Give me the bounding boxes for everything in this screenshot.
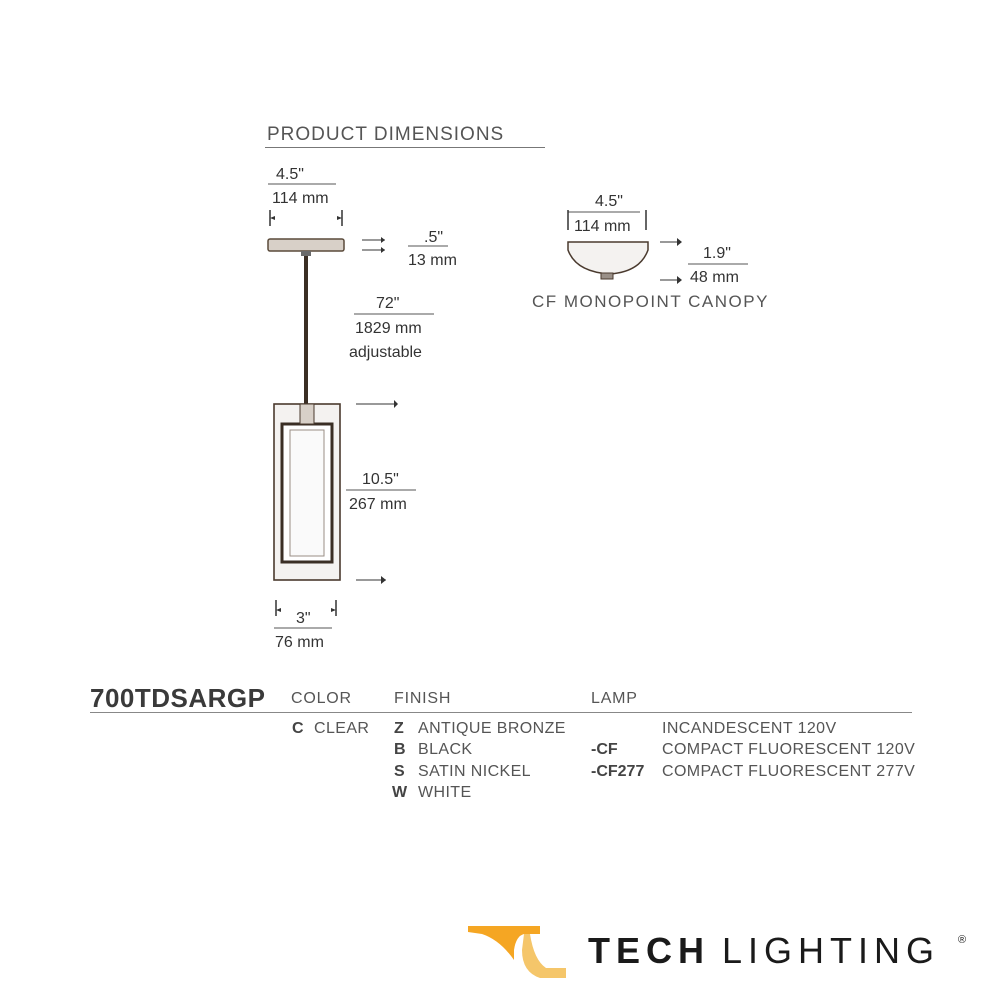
finish-code: Z [394, 720, 404, 737]
cf-canopy-width-mm: 114 mm [574, 218, 631, 235]
heading-rule [265, 147, 545, 148]
pendant-cable-length-mm: 1829 mm [355, 320, 422, 337]
cf-canopy-height-dim: 1.9" 48 mm [660, 238, 748, 286]
finish-code: B [394, 741, 406, 758]
color-code: C [292, 720, 304, 737]
pendant-canopy-height-in: .5" [424, 229, 443, 246]
cf-canopy-height-mm: 48 mm [690, 269, 739, 286]
color-header: COLOR [291, 690, 352, 707]
finish-code: S [394, 763, 405, 780]
tech-lighting-logo-icon [468, 926, 566, 978]
spec-rule [90, 712, 912, 713]
finish-label: ANTIQUE BRONZE [418, 720, 566, 737]
pendant-canopy-width-mm: 114 mm [272, 190, 329, 207]
pendant-canopy-height-mm: 13 mm [408, 252, 457, 269]
lamp-header: LAMP [591, 690, 638, 707]
cf-canopy-width-dim: 4.5" 114 mm [567, 193, 647, 235]
pendant-cable-length-dim: 72" 1829 mm adjustable [349, 295, 434, 361]
pendant-shade-height-in: 10.5" [362, 471, 399, 488]
cf-canopy-caption: CF MONOPOINT CANOPY [532, 292, 769, 311]
model-number: 700TDSARGP [90, 683, 266, 713]
lamp-label: INCANDESCENT 120V [662, 720, 837, 737]
pendant-cable-note: adjustable [349, 344, 422, 361]
lamp-code: -CF [591, 741, 618, 758]
color-label: CLEAR [314, 720, 370, 737]
pendant-canopy [267, 238, 345, 252]
cf-canopy-height-in: 1.9" [703, 245, 731, 262]
pendant-shade [273, 403, 341, 581]
pendant-shade-width-in: 3" [296, 610, 311, 627]
cf-canopy-fitting [600, 272, 614, 280]
registered-mark: ® [958, 934, 967, 946]
pendant-canopy-height-dim: .5" 13 mm [362, 229, 457, 269]
finish-label: WHITE [418, 784, 472, 801]
brand-word-lighting: LIGHTING [722, 930, 941, 971]
pendant-canopy-width-dim: 4.5" 114 mm [268, 166, 343, 226]
pendant-shade-width-mm: 76 mm [275, 634, 324, 651]
canopy-fitting [301, 251, 311, 256]
pendant-canopy-width-in: 4.5" [276, 166, 304, 183]
cf-canopy-shape [567, 241, 649, 275]
pendant-shade-height-dim: 10.5" 267 mm [346, 400, 416, 584]
finish-code: W [392, 784, 408, 801]
brand-word-tech: TECH [588, 930, 710, 971]
finish-label: SATIN NICKEL [418, 763, 531, 780]
pendant-cable-length-in: 72" [376, 295, 399, 312]
pendant-shade-width-dim: 3" 76 mm [274, 600, 337, 651]
lamp-label: COMPACT FLUORESCENT 120V [662, 741, 916, 758]
finish-label: BLACK [418, 741, 473, 758]
lamp-label: COMPACT FLUORESCENT 277V [662, 763, 916, 780]
brand-wordmark: TECH LIGHTING [588, 930, 940, 972]
cf-canopy-width-in: 4.5" [595, 193, 623, 210]
lamp-code: -CF277 [591, 763, 645, 780]
pendant-shade-height-mm: 267 mm [349, 496, 407, 513]
finish-header: FINISH [394, 690, 452, 707]
page-heading: PRODUCT DIMENSIONS [267, 124, 505, 145]
